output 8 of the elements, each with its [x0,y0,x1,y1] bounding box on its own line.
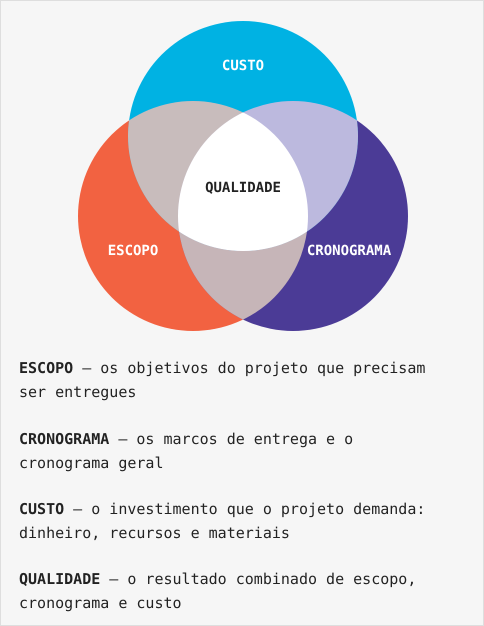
definition-text: QUALIDADE — o resultado combinado de escopo, cronograma e custo [19,569,418,614]
circle-label: QUALIDADE [205,180,281,196]
definition-text: CUSTO — o investimento que o projeto demanda: dinheiro, recursos e materiais [19,499,426,544]
definition-text: CRONOGRAMA — os marcos de entrega e o cronograma geral [19,429,354,474]
circle-label: CUSTO [222,58,264,74]
circle-label: CRONOGRAMA [306,243,392,259]
definition-text: ESCOPO — os objetivos do projeto que precisam ser entregues [19,358,426,403]
circle-label: ESCOPO [108,243,158,259]
